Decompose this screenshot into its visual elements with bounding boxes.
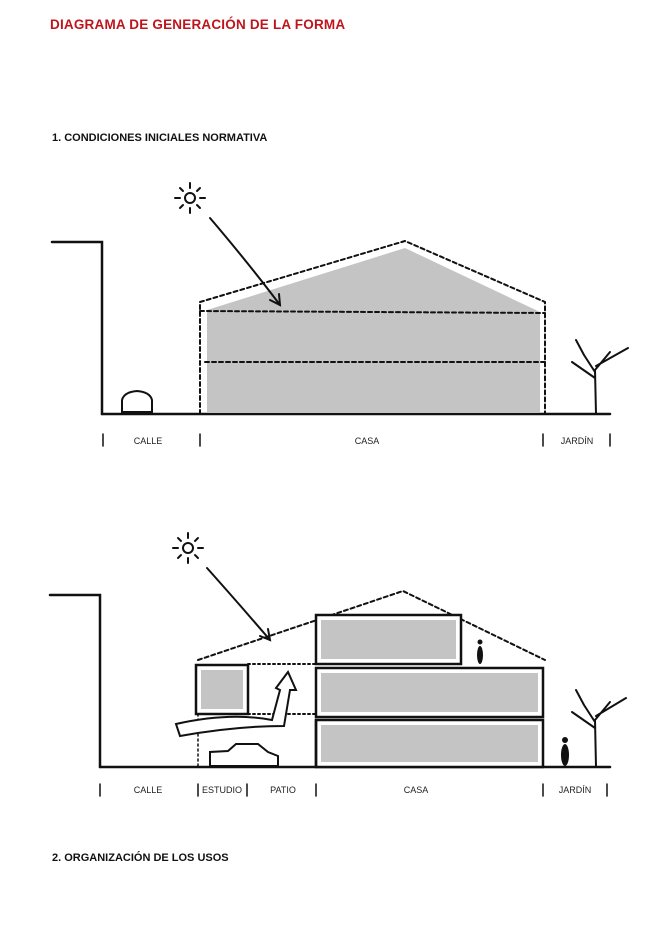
street-building — [48, 593, 102, 769]
label-patio: PATIO — [270, 785, 296, 795]
label-separators — [99, 433, 611, 797]
diagram-2 — [48, 532, 627, 769]
section-2-heading: 2. ORGANIZACIÓN DE LOS USOS — [52, 852, 229, 864]
tree-icon — [571, 339, 629, 415]
car-icon — [121, 389, 153, 413]
page-title: DIAGRAMA DE GENERACIÓN DE LA FORMA — [50, 17, 346, 32]
air-flow-arrow — [174, 670, 298, 738]
label-jardin: JARDÍN — [560, 436, 594, 446]
diagram-1 — [50, 182, 629, 416]
tree-icon — [571, 689, 627, 768]
person-icon — [477, 639, 569, 766]
sun-ray-arrow — [209, 217, 282, 307]
envelope-outline — [199, 239, 546, 415]
label-calle: CALLE — [133, 785, 163, 795]
label-jardin: JARDÍN — [558, 785, 592, 795]
label-casa: CASA — [354, 436, 380, 446]
sun-icon — [174, 182, 206, 214]
label-estudio: ESTUDIO — [201, 785, 243, 795]
label-calle: CALLE — [133, 436, 163, 446]
street-building — [50, 240, 104, 416]
section-1-heading: 1. CONDICIONES INICIALES NORMATIVA — [52, 132, 268, 144]
car-icon — [209, 743, 279, 767]
sun-ray-arrow — [206, 567, 272, 642]
sun-icon — [172, 532, 204, 564]
label-casa: CASA — [403, 785, 429, 795]
building-volume — [207, 248, 540, 412]
floor-line — [199, 310, 546, 314]
